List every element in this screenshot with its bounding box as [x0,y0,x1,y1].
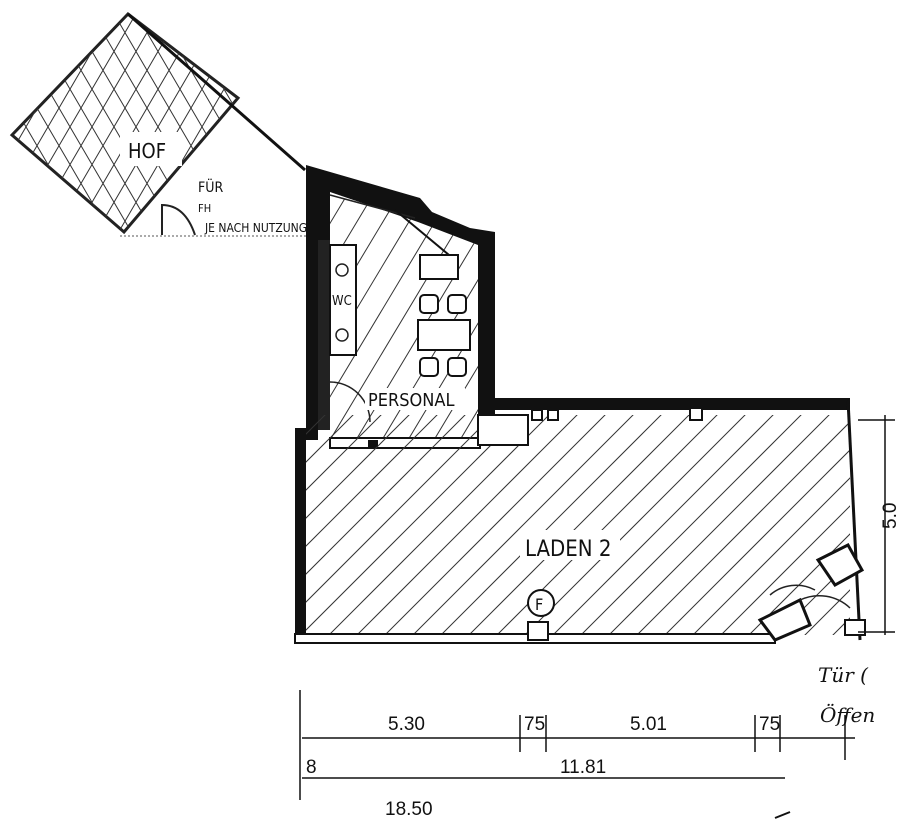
shop-area: LADEN 2 F [294,398,866,644]
dimension-chain: 5.30 75 5.01 75 8 11.81 18.50 [299,690,855,820]
hatch-line [12,14,137,232]
room-label-hof: HOF [128,139,166,163]
hatch-line [105,14,238,232]
hatch-line [12,14,35,232]
dim-segment-3: 5.01 [630,714,667,735]
hatch-line [171,14,238,232]
hatch-line [215,14,238,232]
hatch-line [720,505,850,635]
dim-overall: 18.50 [385,799,433,820]
hatch-line [47,14,189,232]
toilet-icon [335,263,349,277]
hatch-line [305,415,354,464]
hatch-line [0,0,4,240]
note-line-3: JE NACH NUTZUNG [204,221,307,235]
door-note-line-2: Öffen [820,702,875,727]
hatch-line [12,14,93,232]
hatch-line [127,14,238,232]
hatch-line [305,415,410,520]
hatch-line [330,195,403,438]
hatch-line [330,195,455,438]
hatch-line [223,14,238,232]
hatch-line [305,415,522,632]
hatch-line [17,14,159,232]
hatch-line [636,421,850,635]
hatch-line [305,415,494,604]
entrance-door [757,543,866,642]
depth-label: 5.0 [880,503,900,529]
hatch-line [61,14,203,232]
hatch-line [692,477,850,635]
dim-left-small: 8 [306,757,317,778]
room-label-personal: PERSONAL [368,390,454,411]
hatch-line [776,561,850,635]
hatch-line [748,533,850,635]
door-swing-icon [329,381,371,423]
hatch-line [12,14,49,232]
hatch-line [608,415,830,635]
hatch-line [12,14,101,232]
hatch-line [305,415,438,548]
hatch-line [524,415,746,635]
dim-segment-1: 5.30 [388,714,425,735]
hatch-line [384,415,606,635]
dim-segment-4: 75 [759,714,780,735]
hatch-line [12,14,71,232]
hatch-line [305,415,382,492]
hatch-line [552,415,774,635]
handwritten-note: FÜR FH JE NACH NUTZUNG [120,178,320,237]
hatch-line [113,14,238,232]
kitchen-furniture [417,254,471,377]
hatch-line [25,14,167,232]
depth-dimension: 5.0 [858,415,900,635]
hatch-line [12,14,123,232]
staff-room: WC PERSONAL [306,165,495,449]
hatch-line [664,449,850,635]
hatch-line [157,14,238,232]
door-note-line-1: Tür ( [818,663,869,687]
hatch-line [12,14,27,232]
fire-extinguisher-icon: F [527,589,555,641]
hatch-line [356,415,578,635]
hatch-line [412,415,634,635]
svg-text:F: F [535,595,543,614]
hatch-line [328,415,550,635]
hatch-line [468,415,690,635]
hatch-line [12,14,13,232]
note-line-1: FÜR [198,178,223,196]
dim-segment-2: 75 [524,714,545,735]
hatch-line [440,415,662,635]
dim-middle-total: 11.81 [560,757,606,778]
hatch-line [12,14,115,232]
hatch-line [305,415,466,576]
wc-label: WC [332,294,352,309]
sink-icon [335,328,349,342]
hatch-line [330,195,377,438]
note-line-2: FH [198,202,211,215]
hatch-line [580,415,802,635]
hatch-line [804,589,850,635]
room-label-laden: LADEN 2 [525,537,612,562]
